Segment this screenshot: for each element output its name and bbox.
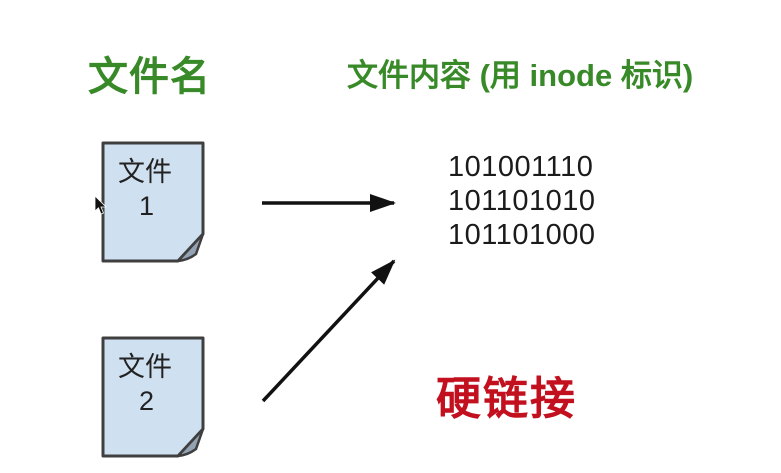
inode-line-3: 101101000 bbox=[448, 219, 596, 251]
file-1-label: 文件 bbox=[118, 157, 172, 187]
inode-line-2: 101101010 bbox=[448, 185, 596, 217]
file-2-label: 文件 bbox=[118, 352, 172, 382]
header-filename-column: 文件名 bbox=[88, 55, 211, 99]
inode-line-1: 101001110 bbox=[448, 151, 594, 183]
header-file-content-column: 文件内容 (用 inode 标识) bbox=[347, 58, 694, 93]
hard-link-caption: 硬链接 bbox=[436, 373, 578, 424]
arrow-file2-to-inode bbox=[261, 259, 396, 403]
inode-content-block: 101001110 101101010 101101000 bbox=[448, 150, 596, 252]
file-1-node: 文件 1 bbox=[101, 141, 205, 263]
file-2-number: 2 bbox=[139, 386, 155, 416]
document-page-icon bbox=[101, 141, 205, 263]
mouse-cursor-icon bbox=[94, 196, 107, 215]
document-page-icon bbox=[101, 336, 205, 458]
file-1-number: 1 bbox=[139, 191, 155, 221]
file-2-node: 文件 2 bbox=[101, 336, 205, 458]
